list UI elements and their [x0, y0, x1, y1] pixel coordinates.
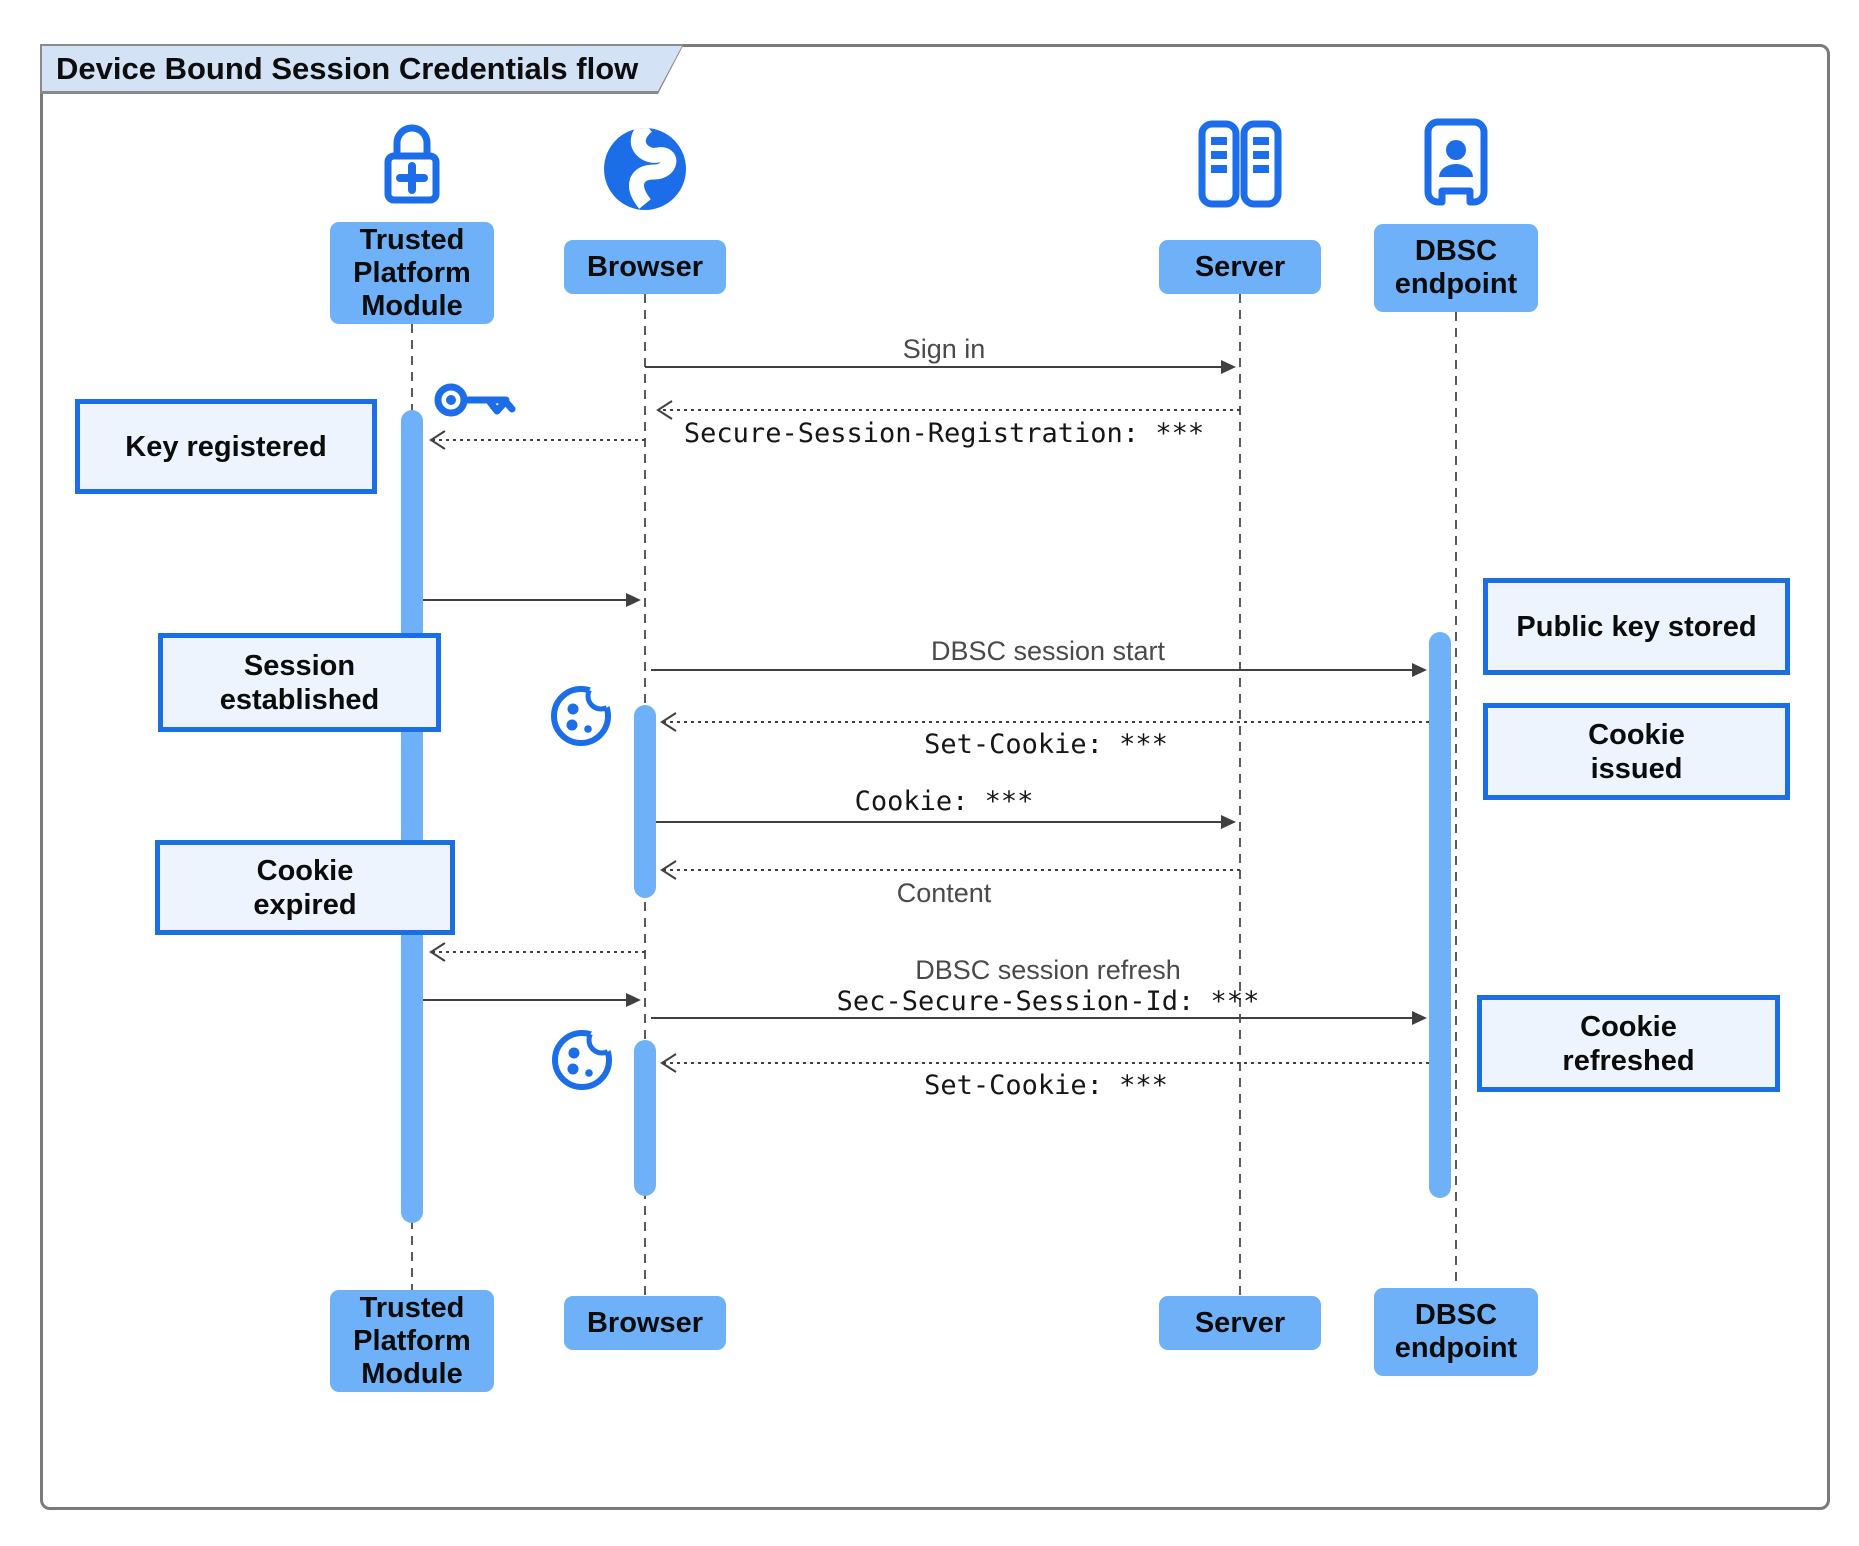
actor-label-server-bottom: Server — [1159, 1296, 1321, 1350]
actor-label-browser-top: Browser — [564, 240, 726, 294]
activation-bar-browser-1 — [634, 705, 656, 898]
activation-bar-tpm — [401, 410, 423, 1223]
diagram-title-tab-fill: Device Bound Session Credentials flow — [42, 46, 682, 91]
note-key-registered: Key registered — [75, 399, 377, 494]
actor-label-tpm-top: Trusted Platform Module — [330, 222, 494, 324]
message-cookie: Cookie: *** — [854, 786, 1034, 817]
doorway-person-icon — [1408, 114, 1504, 210]
server-rack-icon — [1192, 116, 1288, 212]
actor-label-tpm-bottom: Trusted Platform Module — [330, 1290, 494, 1392]
actor-label-dbsc-top: DBSC endpoint — [1374, 224, 1538, 312]
note-cookie-issued: Cookie issued — [1483, 703, 1790, 800]
page-title: Device Bound Session Credentials flow — [56, 50, 639, 86]
lock-plus-icon — [364, 114, 460, 210]
actor-label-server-top: Server — [1159, 240, 1321, 294]
activation-bar-dbsc — [1429, 632, 1451, 1198]
key-icon — [430, 368, 520, 432]
actor-label-browser-bottom: Browser — [564, 1296, 726, 1350]
cookie-icon — [543, 676, 619, 752]
actor-label-dbsc-bottom: DBSC endpoint — [1374, 1288, 1538, 1376]
note-session-established: Session established — [158, 633, 441, 732]
diagram-border — [40, 44, 1830, 1510]
globe-icon — [598, 122, 692, 216]
message-set-cookie-2: Set-Cookie: *** — [924, 1070, 1168, 1101]
note-cookie-refreshed: Cookie refreshed — [1477, 995, 1780, 1092]
message-dbsc-session-start: DBSC session start — [930, 636, 1166, 666]
message-set-cookie-1: Set-Cookie: *** — [924, 729, 1168, 760]
message-content: Content — [896, 878, 992, 908]
message-secure-session-registration: Secure-Session-Registration: *** — [683, 418, 1205, 449]
cookie-icon — [544, 1020, 620, 1096]
message-dbsc-session-refresh: DBSC session refresh — [915, 955, 1181, 985]
message-sign-in: Sign in — [902, 334, 986, 364]
message-sec-secure-session-id: Sec-Secure-Session-Id: *** — [836, 986, 1260, 1017]
note-cookie-expired: Cookie expired — [155, 840, 455, 935]
note-public-key-stored: Public key stored — [1483, 578, 1790, 675]
activation-bar-browser-2 — [634, 1040, 656, 1196]
diagram-title-tab: Device Bound Session Credentials flow — [40, 44, 684, 94]
